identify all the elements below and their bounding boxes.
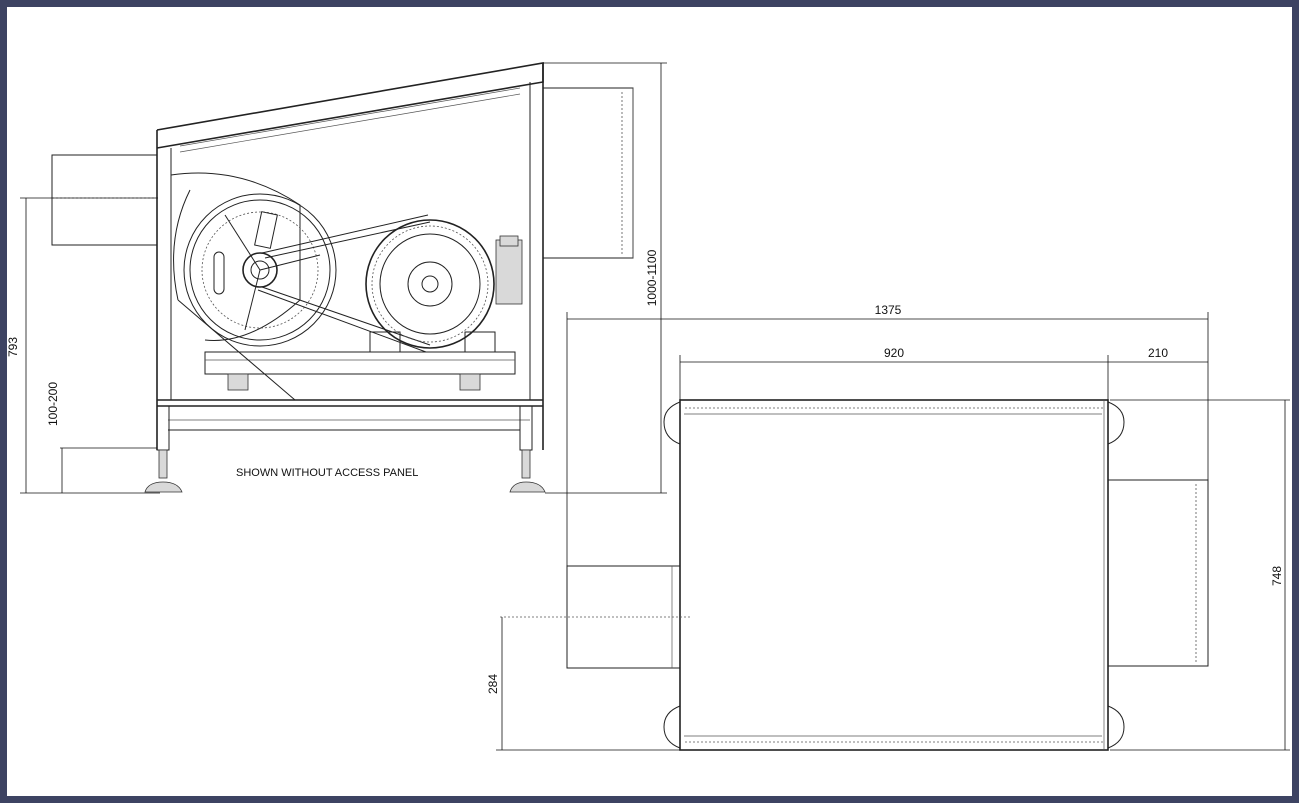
sloped-roof	[156, 62, 544, 153]
fan-wheel	[170, 172, 337, 347]
plan-view-dimensions: 1375 920 210 748 284	[486, 303, 1290, 751]
body-plan	[679, 399, 1109, 751]
dim-outlet-length: 210	[1148, 346, 1168, 360]
motor	[365, 219, 523, 349]
access-panel-note: SHOWN WITHOUT ACCESS PANEL	[236, 467, 418, 479]
plan-feet	[663, 401, 1125, 749]
dim-leg-height: 100-200	[46, 382, 60, 426]
side-view: SHOWN WITHOUT ACCESS PANEL	[51, 62, 634, 493]
inlet-duct-side	[51, 154, 160, 246]
adjustable-feet	[144, 405, 546, 493]
cabinet-frame	[156, 63, 544, 450]
dim-outlet-height: 1000-1100	[645, 249, 659, 306]
dim-width: 748	[1270, 566, 1284, 586]
side-view-dimensions: 793 100-200 1000-1100	[6, 62, 667, 494]
dim-inlet-offset: 284	[486, 674, 500, 694]
outlet-duct-side	[542, 87, 634, 259]
base-rail	[177, 299, 516, 401]
outlet-duct-plan	[1107, 479, 1209, 667]
plan-view	[500, 399, 1209, 751]
drive-belt	[257, 214, 431, 353]
inlet-duct-plan	[500, 565, 690, 669]
dim-total-height: 793	[6, 337, 20, 357]
dim-body-length: 920	[884, 346, 904, 360]
dim-overall-length: 1375	[875, 303, 902, 317]
